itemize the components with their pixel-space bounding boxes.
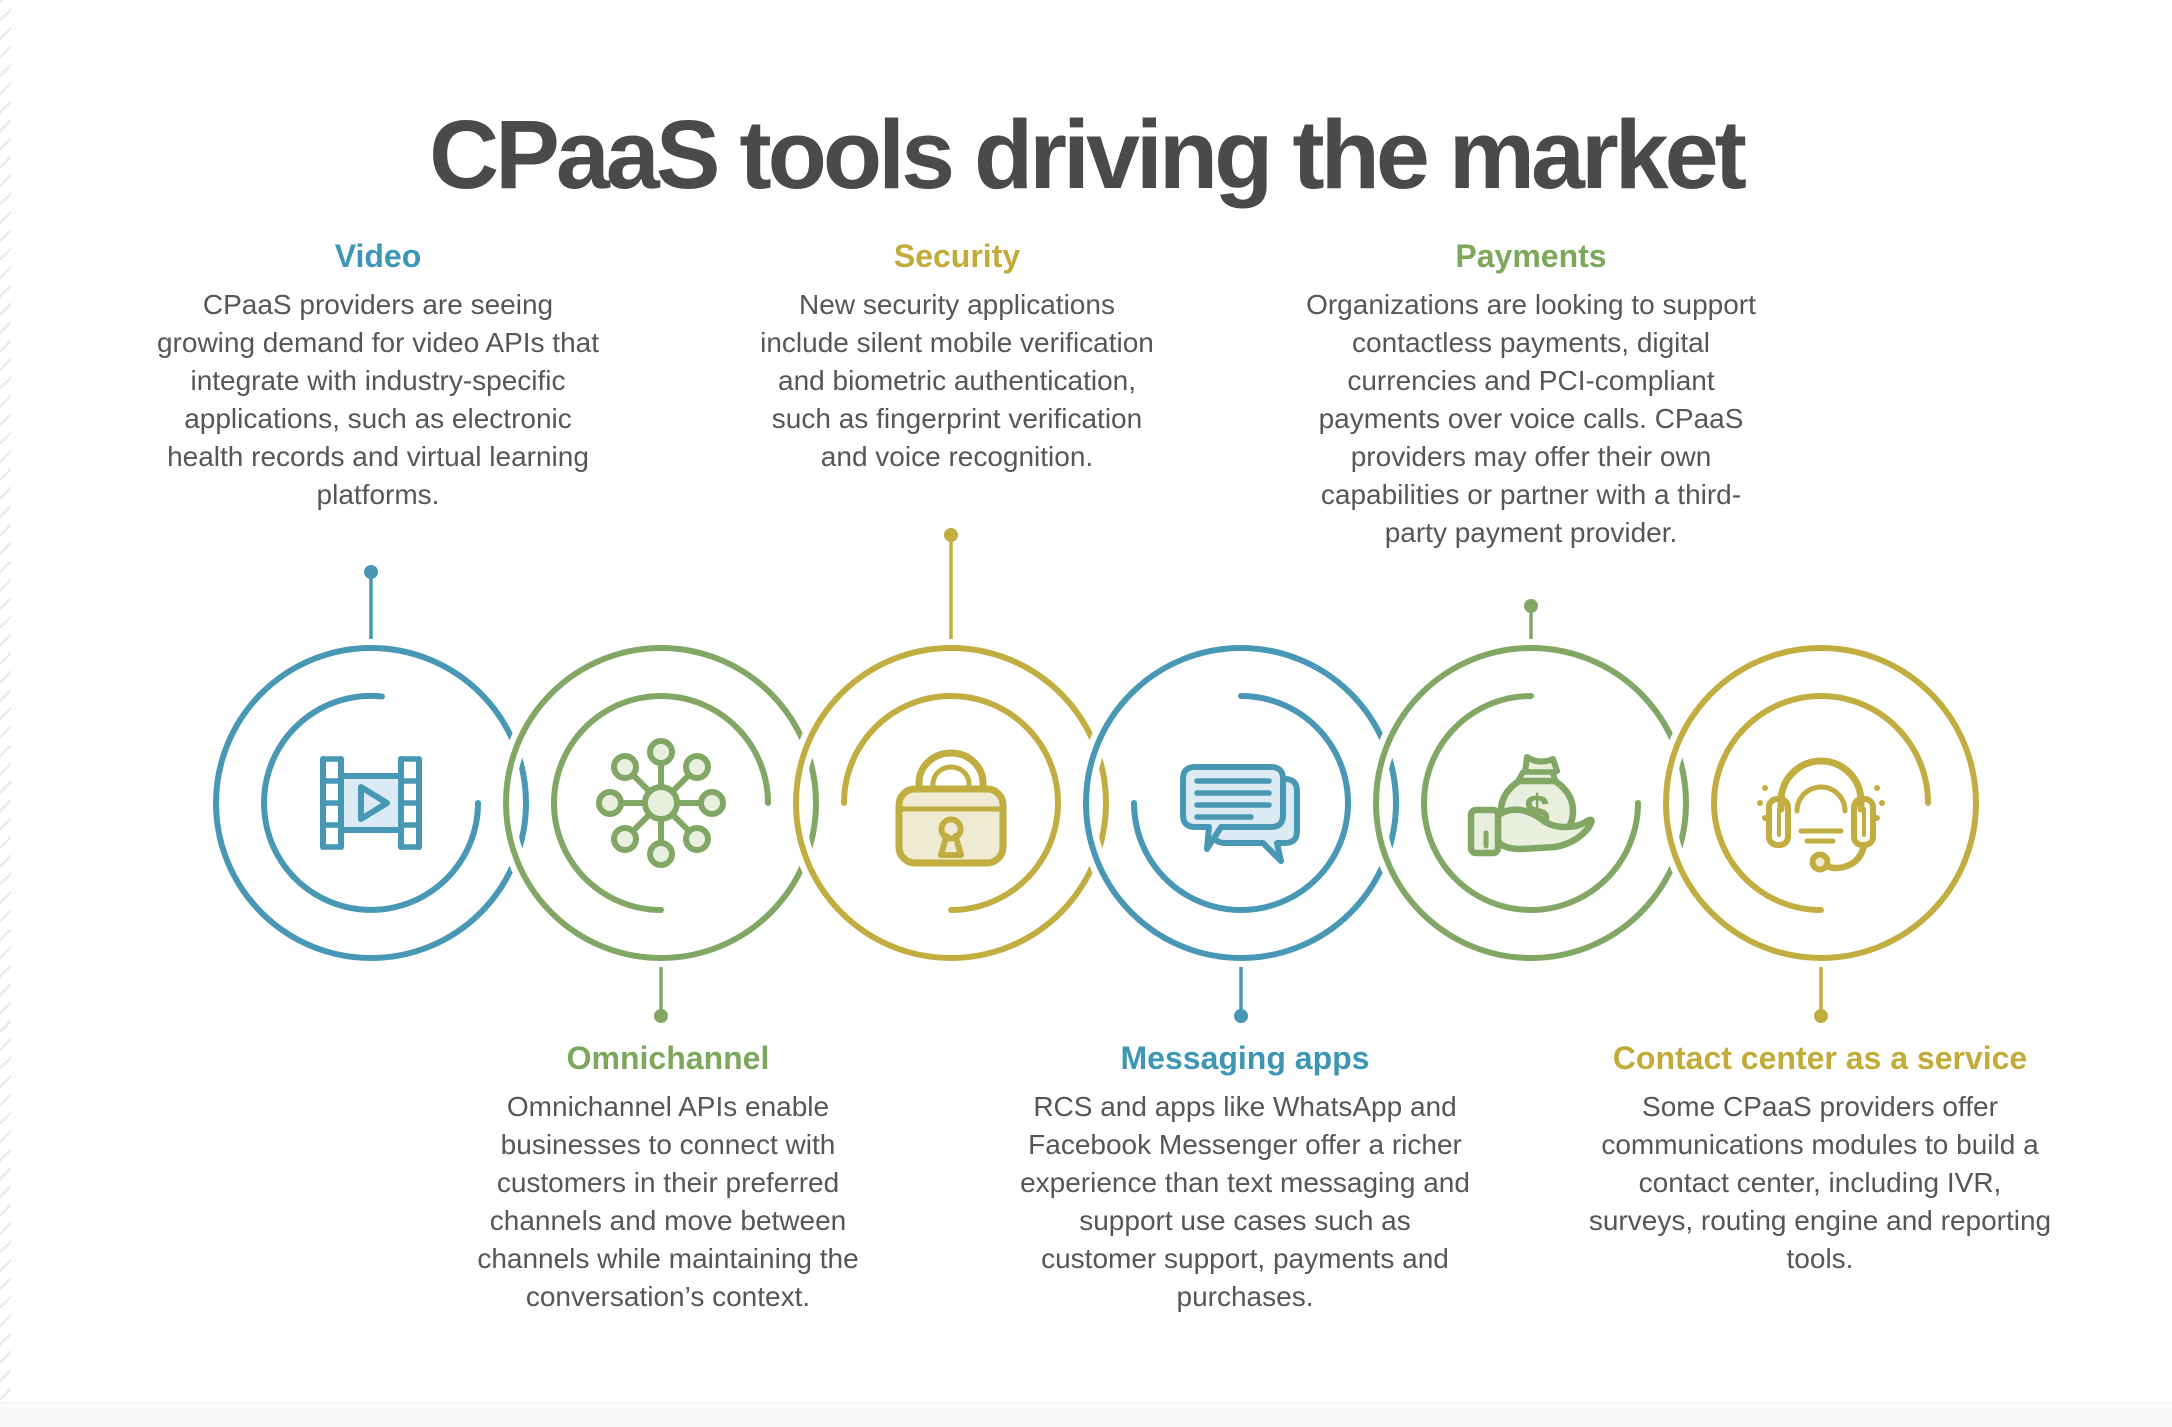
connector-video	[364, 565, 378, 652]
circle-omnichannel	[497, 639, 825, 967]
security-description: New security applications include silent…	[760, 289, 1154, 472]
circle-payments: $	[1367, 639, 1695, 967]
contact-center-heading: Contact center as a service	[1612, 1040, 2028, 1076]
headset-icon	[1757, 757, 1885, 873]
section-security: Security New security applications inclu…	[757, 238, 1157, 476]
connector-security	[944, 528, 958, 652]
circle-messaging-apps	[1077, 639, 1405, 967]
circle-contact-center	[1657, 639, 1985, 967]
security-heading: Security	[893, 238, 1021, 274]
page-title: CPaaS tools driving the market	[429, 99, 1747, 209]
video-description: CPaaS providers are seeing growing deman…	[156, 289, 600, 510]
section-video: Video CPaaS providers are seeing growing…	[153, 238, 603, 514]
circle-security	[787, 639, 1115, 967]
contact-center-description: Some CPaaS providers offer communication…	[1588, 1091, 2052, 1274]
payments-heading: Payments	[1455, 238, 1607, 274]
payments-description: Organizations are looking to support con…	[1306, 289, 1756, 548]
messaging-apps-description: RCS and apps like WhatsApp and Facebook …	[1020, 1091, 1470, 1312]
circle-video	[207, 639, 535, 967]
chat-bubbles-icon	[1180, 764, 1300, 864]
section-contact-center: Contact center as a service Some CPaaS p…	[1585, 1040, 2055, 1278]
money-hand-icon: $	[1467, 754, 1595, 857]
omnichannel-description: Omnichannel APIs enable businesses to co…	[477, 1091, 859, 1312]
network-hub-icon	[596, 738, 726, 868]
section-payments: Payments Organizations are looking to su…	[1301, 238, 1761, 552]
film-play-icon	[320, 756, 422, 850]
bottom-strip	[0, 1402, 2172, 1427]
padlock-icon	[895, 749, 1007, 867]
video-heading: Video	[334, 238, 422, 274]
messaging-apps-heading: Messaging apps	[1120, 1040, 1370, 1076]
section-messaging-apps: Messaging apps RCS and apps like WhatsAp…	[1020, 1040, 1470, 1316]
section-omnichannel: Omnichannel Omnichannel APIs enable busi…	[448, 1040, 888, 1316]
left-edge-hatch	[0, 0, 11, 1427]
omnichannel-heading: Omnichannel	[566, 1040, 770, 1076]
